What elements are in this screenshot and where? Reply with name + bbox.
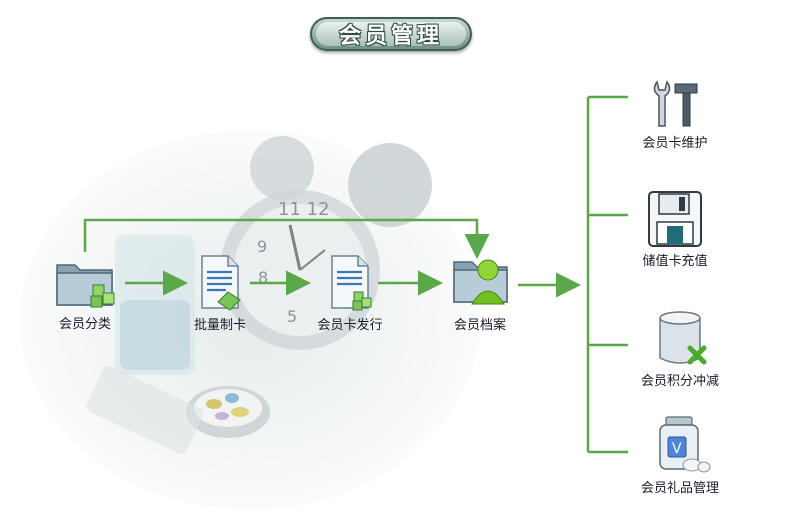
document-cubes-icon [331, 255, 372, 311]
database-delete-icon [659, 311, 707, 365]
pill-bottle-icon: V [659, 416, 711, 473]
svg-text:11 12: 11 12 [278, 199, 330, 220]
node-card-maintain[interactable]: 会员卡维护 [625, 78, 725, 151]
node-member-category[interactable]: 会员分类 [40, 255, 130, 332]
title-badge: 会员管理 [310, 17, 472, 51]
svg-text:8: 8 [258, 268, 268, 287]
folder-cubes-icon [56, 264, 115, 308]
node-member-file[interactable]: 会员档案 [435, 252, 525, 333]
node-label: 会员分类 [58, 317, 111, 332]
folder-user-icon [453, 259, 508, 305]
node-card-issue[interactable]: 会员卡发行 [300, 252, 400, 333]
tools-icon [653, 80, 698, 127]
node-label: 会员档案 [453, 318, 506, 333]
node-label: 会员礼品管理 [640, 481, 719, 496]
node-label: 会员积分冲减 [640, 374, 719, 389]
node-label: 会员卡发行 [317, 318, 383, 333]
document-card-icon [201, 255, 241, 311]
svg-text:9: 9 [257, 237, 267, 256]
node-gift-manage[interactable]: V 会员礼品管理 [625, 415, 735, 496]
floppy-disk-icon [648, 191, 702, 247]
node-label: 会员卡维护 [642, 136, 708, 151]
loop-connector [83, 218, 490, 259]
node-batch-card[interactable]: 批量制卡 [175, 252, 265, 333]
node-points-offset[interactable]: 会员积分冲减 [625, 310, 735, 389]
node-label: 储值卡充值 [642, 254, 708, 269]
node-label: 批量制卡 [193, 318, 246, 333]
svg-text:V: V [672, 441, 682, 457]
page-title: 会员管理 [338, 23, 443, 49]
svg-text:5: 5 [287, 307, 297, 326]
node-stored-value[interactable]: 储值卡充值 [625, 190, 725, 269]
